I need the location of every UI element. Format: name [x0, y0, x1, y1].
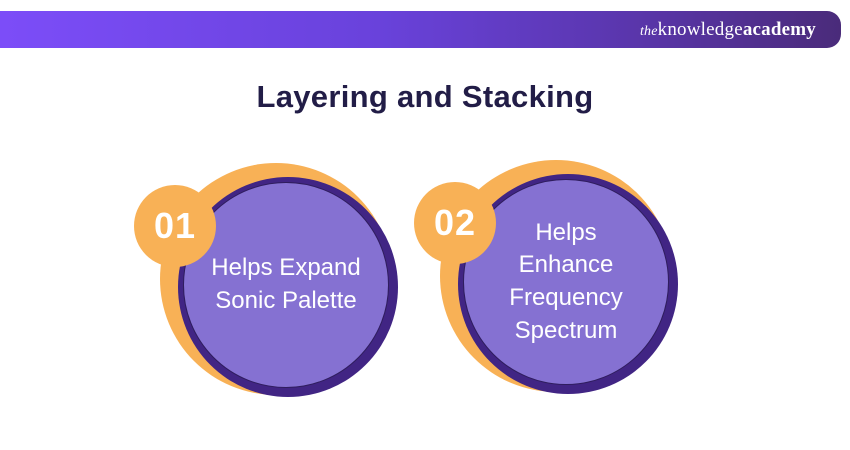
- item-text: Helps Expand Sonic Palette: [211, 252, 360, 317]
- item-text: Helps Enhance Frequency Spectrum: [509, 217, 622, 348]
- knowledge-academy-logo: theknowledgeacademy: [640, 19, 816, 41]
- badge-number: 01: [153, 205, 197, 246]
- text-line: Spectrum: [514, 316, 618, 344]
- page-title: Layering and Stacking: [256, 79, 594, 114]
- logo-word-academy: academy: [742, 18, 816, 40]
- content-circle: Helps Enhance Frequency Spectrum: [463, 179, 669, 385]
- content-circle: Helps Expand Sonic Palette: [183, 182, 389, 388]
- number-badge: 01: [134, 185, 216, 267]
- text-line: Frequency: [509, 284, 623, 311]
- topic-item-2: Helps Enhance Frequency Spectrum 02: [414, 160, 680, 400]
- number-badge: 02: [414, 182, 496, 264]
- header-bar: theknowledgeacademy: [0, 11, 841, 48]
- text-line: Helps Expand: [211, 254, 361, 282]
- badge-number: 02: [433, 202, 477, 243]
- text-line: Helps: [535, 218, 597, 246]
- topic-item-1: Helps Expand Sonic Palette 01: [134, 163, 400, 403]
- logo-word-knowledge: knowledge: [657, 18, 743, 40]
- text-line: Sonic Palette: [215, 287, 357, 314]
- text-line: Enhance: [518, 251, 614, 279]
- logo-word-the: the: [639, 23, 658, 39]
